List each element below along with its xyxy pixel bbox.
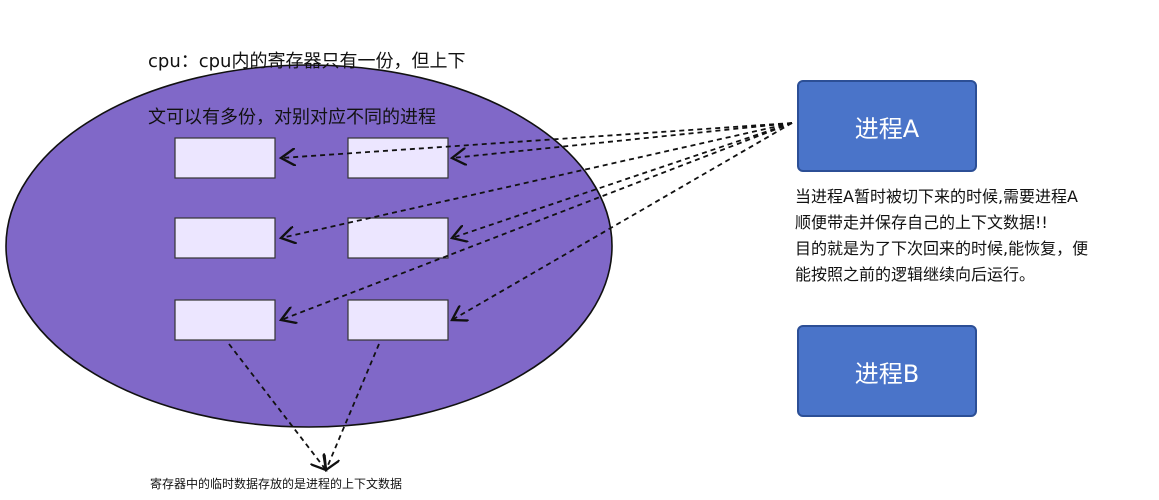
context-arrows bbox=[228, 122, 793, 470]
context-arrow bbox=[281, 122, 793, 238]
note-arrow bbox=[326, 343, 380, 470]
cpu-note-line-1: cpu：cpu内的寄存器只有一份，但上下 bbox=[148, 51, 466, 72]
context-arrow bbox=[281, 122, 793, 320]
register-box bbox=[347, 217, 449, 259]
context-arrow bbox=[452, 122, 793, 320]
register-context-note: 寄存器中的临时数据存放的是进程的上下文数据 bbox=[150, 477, 403, 491]
register-box bbox=[347, 137, 449, 179]
register-box bbox=[174, 137, 276, 179]
context-switch-note-line-1: 当进程A暂时被切下来的时候,需要进程A bbox=[795, 187, 1078, 206]
context-arrow bbox=[452, 122, 793, 238]
process-a-box: 进程A bbox=[797, 80, 977, 172]
register-box bbox=[174, 299, 276, 341]
context-switch-note-line-3: 目的就是为了下次回来的时候,能恢复，便 bbox=[795, 239, 1089, 258]
register-box bbox=[347, 299, 449, 341]
cpu-note-line-2: 文可以有多份，对别对应不同的进程 bbox=[148, 107, 436, 128]
process-b-box: 进程B bbox=[797, 325, 977, 417]
register-box bbox=[174, 217, 276, 259]
process-a-label: 进程A bbox=[854, 114, 920, 143]
process-b-label: 进程B bbox=[854, 359, 920, 388]
context-arrow bbox=[281, 122, 793, 158]
context-arrow bbox=[452, 122, 793, 158]
context-switch-note: 当进程A暂时被切下来的时候,需要进程A 顺便带走并保存自己的上下文数据!! 目的… bbox=[795, 184, 1155, 288]
cpu-note: cpu：cpu内的寄存器只有一份，但上下 文可以有多份，对别对应不同的进程 bbox=[148, 20, 528, 160]
context-switch-note-line-2: 顺便带走并保存自己的上下文数据!! bbox=[795, 213, 1048, 232]
context-switch-note-line-4: 能按照之前的逻辑继续向后运行。 bbox=[795, 265, 1036, 284]
